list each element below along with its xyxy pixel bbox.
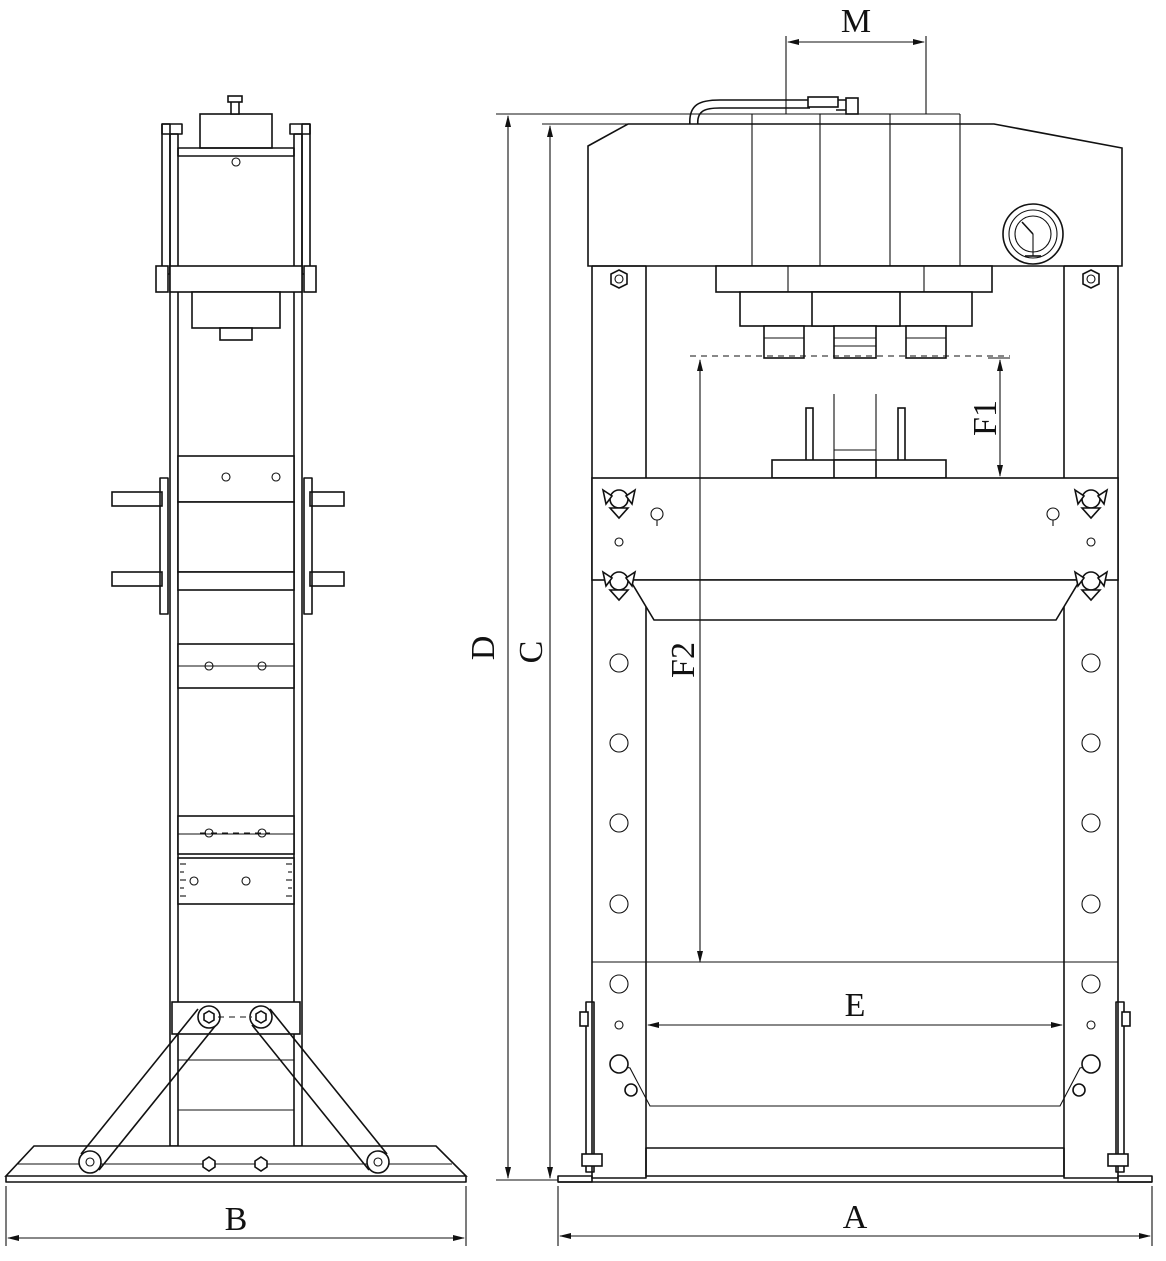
column-holes (609, 653, 1101, 1030)
dimension-label-d: D (465, 636, 502, 661)
bed (591, 477, 1119, 621)
dimension-label-f1: F1 (967, 400, 1004, 436)
dimension-label-a: A (843, 1199, 868, 1236)
crown (587, 113, 1123, 267)
dimension-m: M (785, 3, 927, 114)
pressure-gauge (1002, 203, 1064, 265)
side-cylinder (199, 95, 273, 167)
dimension-label-c: C (513, 641, 550, 664)
dimension-b: B (5, 1186, 467, 1246)
side-bed-beam (111, 455, 345, 615)
dimension-label-e: E (845, 987, 866, 1024)
dimension-label-f2: F2 (665, 642, 702, 678)
dimension-e: E (647, 987, 1063, 1028)
dimension-f2: F2 (665, 359, 703, 963)
ram-assembly (690, 265, 1010, 479)
dimension-label-b: B (225, 1201, 248, 1238)
dimension-c: C (513, 123, 628, 1179)
front-view: M D C F1 F2 E (465, 3, 1153, 1246)
side-braces (78, 1005, 390, 1174)
feet (557, 1001, 1153, 1183)
dimension-f1: F1 (967, 357, 1010, 477)
dimension-a: A (557, 1186, 1153, 1246)
side-base (4, 1145, 468, 1183)
dimension-label-m: M (841, 3, 871, 40)
dimension-d: D (465, 113, 752, 1181)
side-view: B (4, 95, 468, 1246)
